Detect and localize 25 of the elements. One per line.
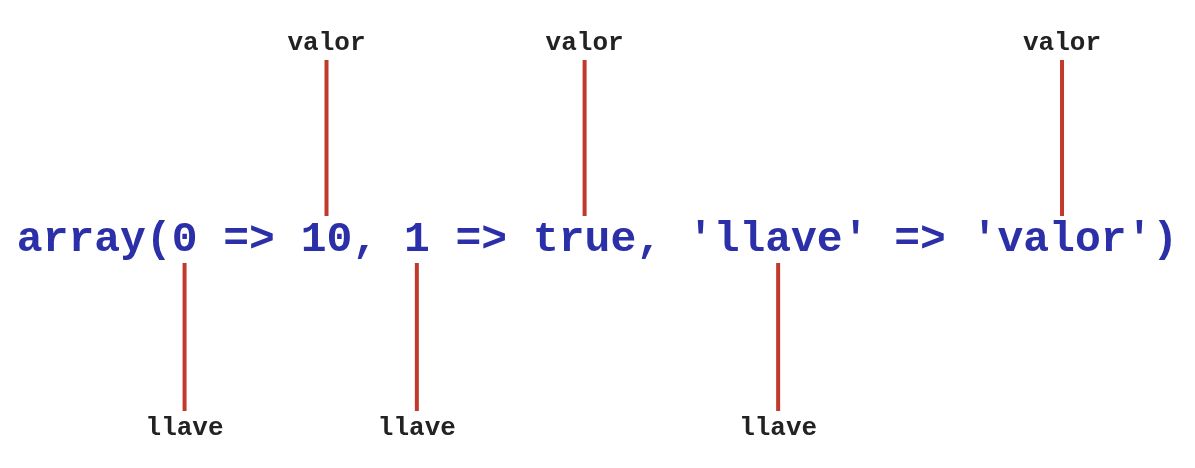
leader-line [414,263,419,411]
leader-line [1060,60,1064,216]
code-text: true [533,218,637,261]
code-text: 'valor' [971,218,1153,261]
code-text: 1 [403,218,430,261]
code-text: => [455,218,508,261]
code-text: 10 [300,218,353,261]
annotation-label: valor [1023,30,1102,56]
code-text: => [894,218,946,261]
annotation-label: llave [377,415,456,441]
code-text: 'llave' [687,218,869,261]
code-text: => [223,218,275,261]
leader-line [776,263,781,411]
leader-line [582,60,587,216]
annotation-label: llave [739,415,818,441]
code-text: ) [1152,218,1179,261]
annotation-label: llave [145,415,224,441]
code-text: , [352,218,379,261]
code-text: 0 [171,218,198,261]
leader-line [324,60,329,216]
annotation-label: valor [545,30,624,56]
annotation-label: valor [287,30,366,56]
code-text: , [636,218,662,261]
leader-line [182,263,187,411]
code-text: array( [16,218,172,261]
